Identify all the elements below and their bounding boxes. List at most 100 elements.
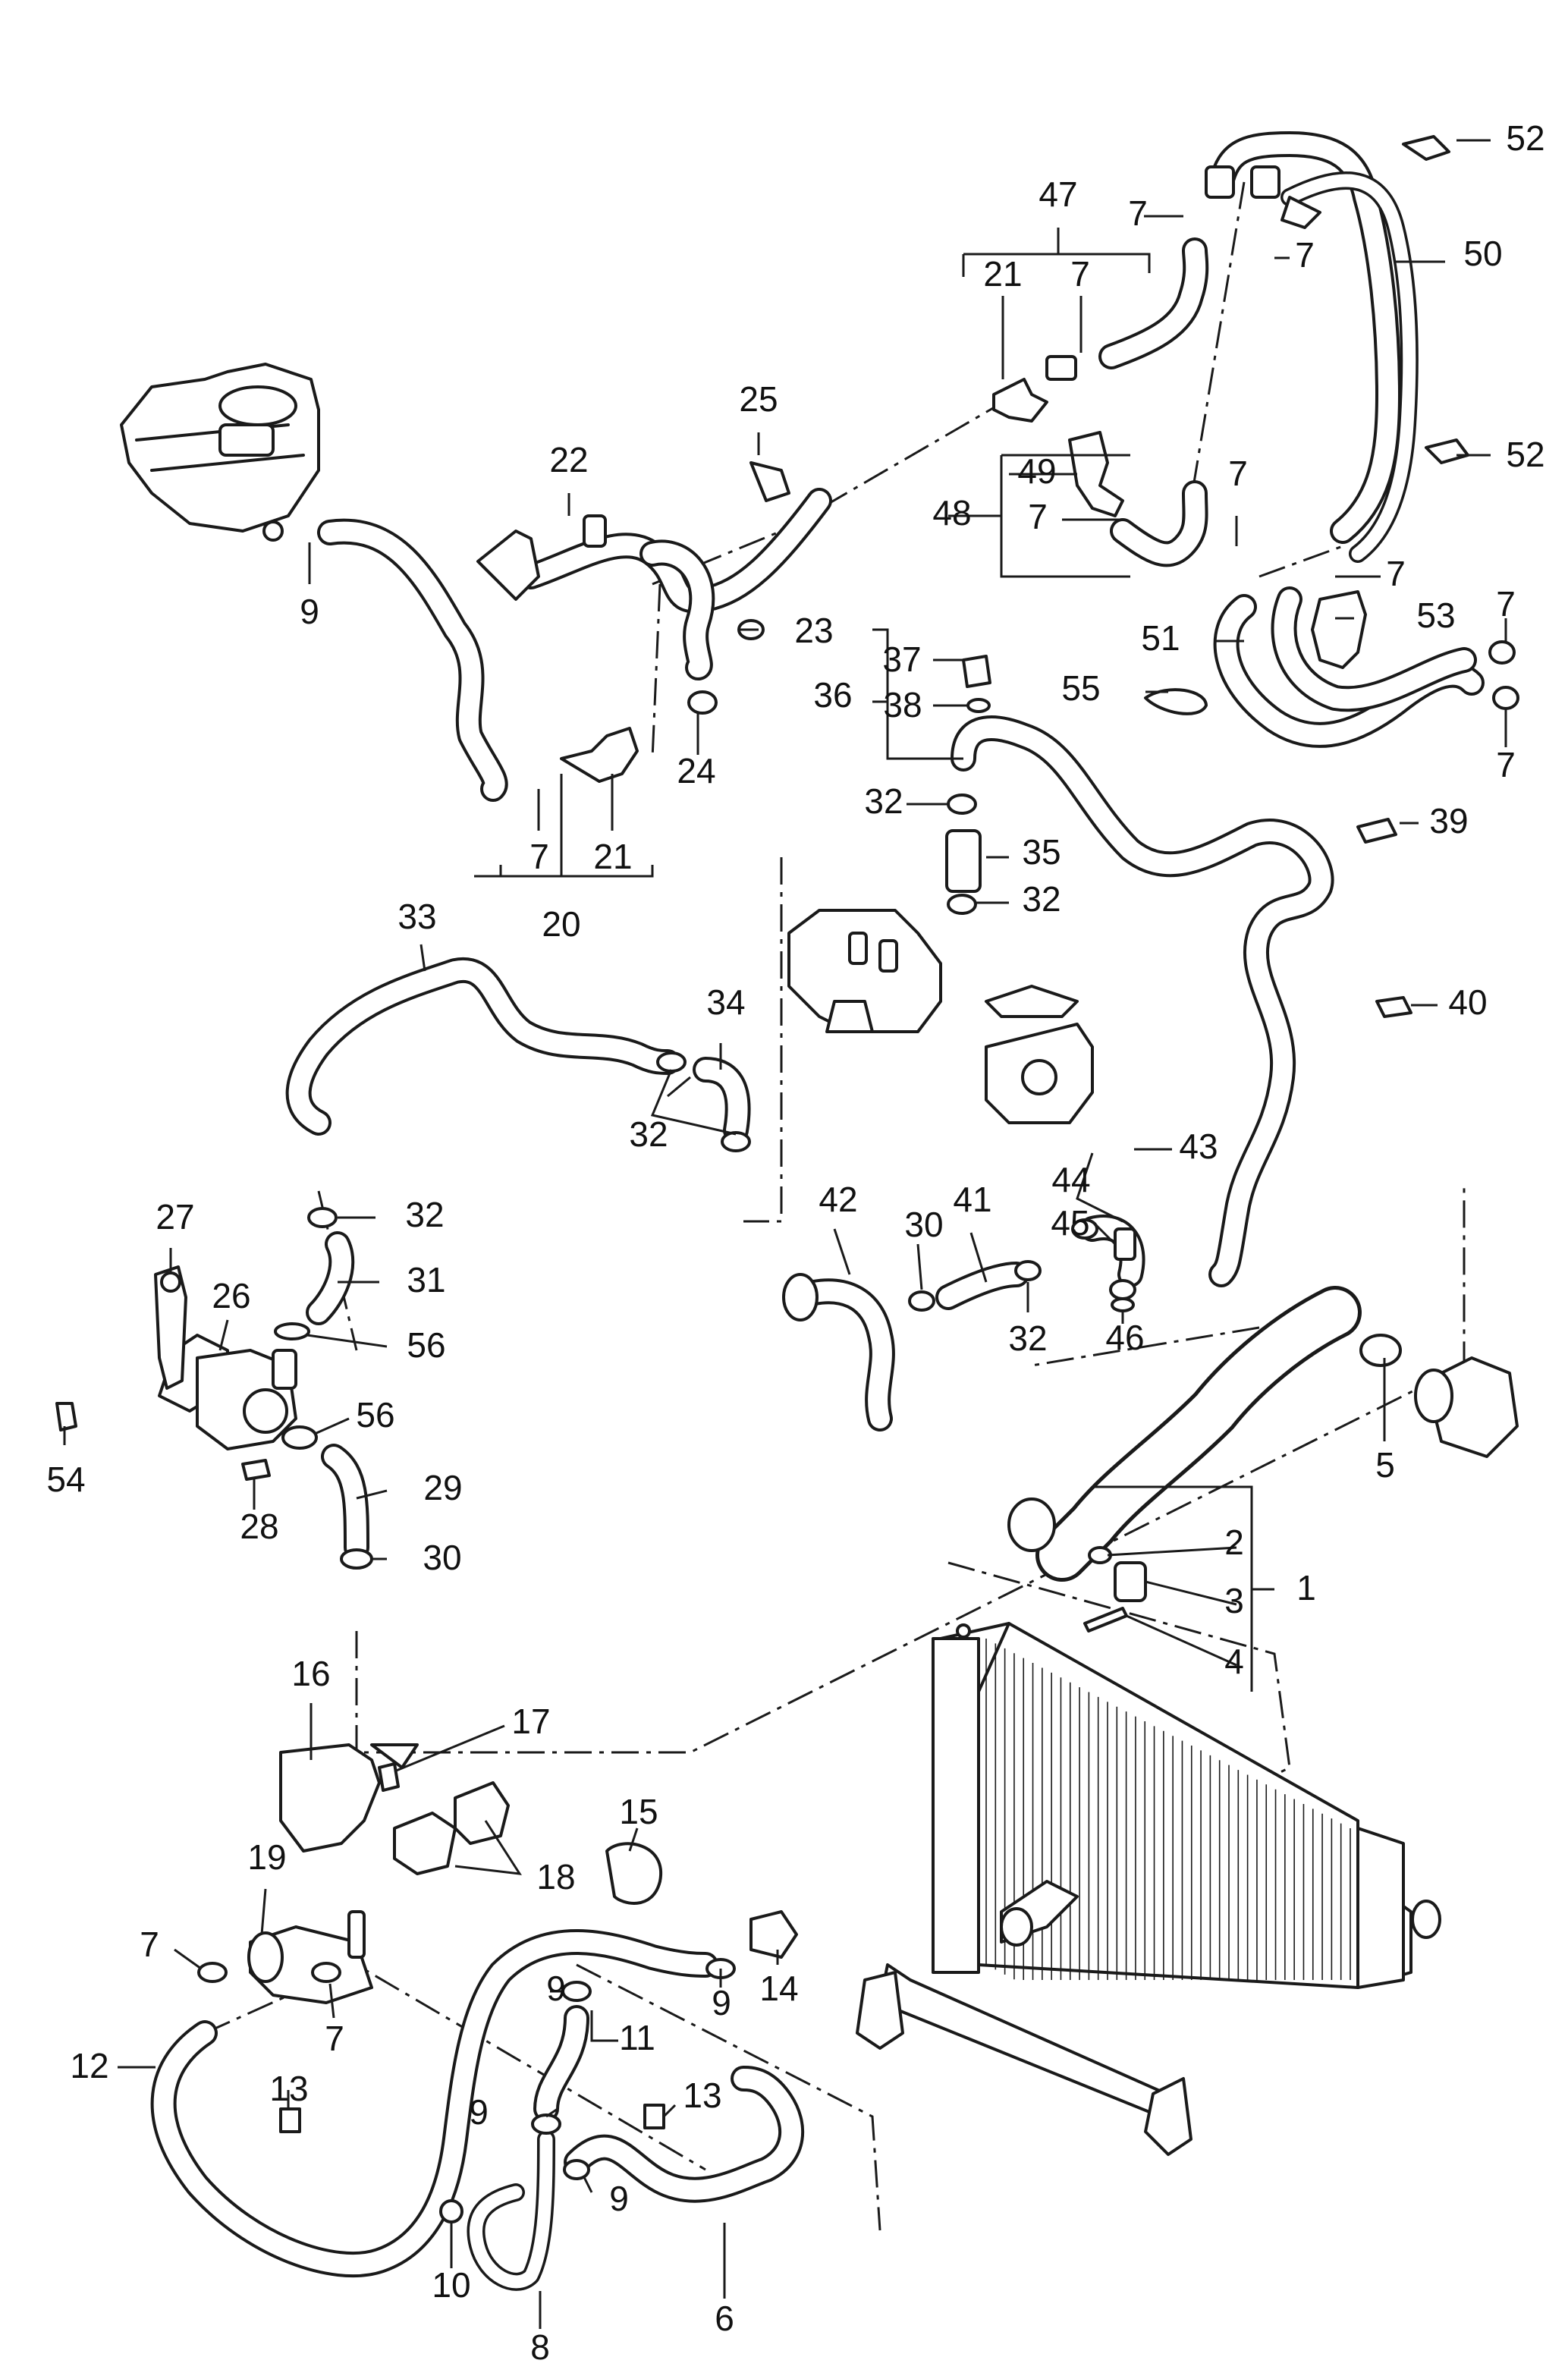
thermostat-housing-icon [1414,1356,1519,1458]
callout-7-d: 7 [1028,497,1048,536]
bracket-53-icon [1311,590,1367,669]
callout-21-b: 21 [593,837,632,876]
egr-valve-icon [985,985,1094,1124]
callout-39: 39 [1429,801,1468,841]
callout-32-a: 32 [864,781,903,821]
bolt-39-icon [1356,818,1397,844]
callout-28: 28 [240,1507,278,1546]
callout-9-b: 9 [546,1969,566,2008]
callout-29: 29 [423,1468,462,1507]
callout-7-h: 7 [1496,745,1516,784]
clip-15-icon [605,1842,663,1905]
callout-32-d: 32 [405,1195,444,1234]
bolt-40-icon [1375,996,1412,1018]
bolt-52-top-icon [1402,135,1450,161]
fitting-45-icon [1114,1227,1136,1261]
callout-7-g: 7 [1496,584,1516,624]
callout-46: 46 [1105,1318,1144,1357]
callout-47: 47 [1039,174,1077,214]
callout-labels: 1 2 3 4 5 6 7 7 7 7 7 7 7 7 7 7 7 8 9 9 … [46,118,1544,2367]
hose-49-icon [1068,431,1124,517]
callout-25: 25 [739,379,778,419]
callout-5: 5 [1375,1445,1395,1485]
cable-tie-icon [1144,688,1208,715]
callout-9-a: 9 [300,592,319,631]
callout-41: 41 [953,1180,991,1219]
callout-14: 14 [759,1969,798,2008]
callout-16: 16 [291,1654,330,1693]
callout-3: 3 [1224,1581,1244,1620]
callout-7-i: 7 [529,837,549,876]
callout-31: 31 [407,1260,445,1299]
callout-13-a: 13 [269,2069,308,2108]
bolt-37-icon [962,655,991,688]
callout-42: 42 [819,1180,857,1219]
callout-52-b: 52 [1506,435,1544,474]
callout-15: 15 [619,1792,658,1831]
callout-33: 33 [397,897,436,936]
callout-10: 10 [432,2265,470,2305]
callout-49: 49 [1017,451,1056,491]
callout-55: 55 [1061,668,1100,708]
callout-32-c: 32 [629,1114,668,1154]
callout-13-b: 13 [683,2076,721,2115]
callout-52-a: 52 [1506,118,1544,158]
callout-1: 1 [1296,1568,1316,1607]
pipe-bracket-icon [476,530,540,601]
callout-40: 40 [1448,982,1487,1022]
callout-22: 22 [549,440,588,479]
callout-7-k: 7 [325,2019,344,2058]
callout-20: 20 [542,904,580,944]
callout-7-c: 7 [1295,235,1315,275]
fitting-14-icon [749,1910,798,1959]
callout-36: 36 [813,675,852,715]
callout-19: 19 [247,1837,286,1877]
hoses [150,131,1485,2291]
egr-cooler-icon [787,909,942,1033]
temp-sensor-icon [1114,1561,1147,1602]
bolt-icon [749,461,790,502]
callout-43: 43 [1179,1127,1218,1166]
aux-pump-19-icon [247,1910,373,2004]
callout-7-e: 7 [1228,454,1248,493]
seal-46-icon [1111,1297,1135,1312]
clamp-18-icon [393,1812,457,1875]
callout-21-a: 21 [983,254,1022,294]
clamp-ring-icon [687,690,718,715]
connector-21-top-icon [992,355,1077,423]
callout-26: 26 [212,1276,250,1315]
leader-lines [63,139,1507,2329]
callout-27: 27 [156,1197,194,1237]
mount-bracket-16-icon [279,1743,381,1853]
callout-11: 11 [619,2018,655,2057]
callout-18: 18 [536,1857,575,1897]
bolt-54-icon [55,1402,77,1431]
callout-32-e: 32 [1008,1318,1047,1358]
radiator-icon [932,1622,1441,1989]
callout-38: 38 [883,685,922,724]
callout-53: 53 [1416,596,1455,635]
callout-8: 8 [530,2327,550,2367]
washer-38-icon [966,698,991,713]
bracket-27-icon [154,1265,187,1390]
callout-54: 54 [46,1460,85,1499]
parts [55,135,1519,2223]
callout-37: 37 [882,640,921,679]
callout-56-a: 56 [407,1325,445,1365]
callout-4: 4 [1224,1642,1244,1681]
callout-32-b: 32 [1022,879,1061,919]
connector-21-left-icon [560,727,639,783]
expansion-tank-icon [120,363,320,542]
hose-35-icon [945,829,982,893]
callout-9-c: 9 [712,1983,731,2022]
callout-7-b: 7 [1070,254,1090,294]
callout-48: 48 [932,493,971,533]
callout-9-e: 9 [609,2179,629,2218]
callout-2: 2 [1224,1523,1244,1562]
bolt-52-mid-icon [1425,438,1469,464]
callout-12: 12 [70,2046,108,2085]
callout-24: 24 [677,751,715,790]
callout-17: 17 [511,1702,550,1741]
callout-56-b: 56 [356,1395,394,1435]
